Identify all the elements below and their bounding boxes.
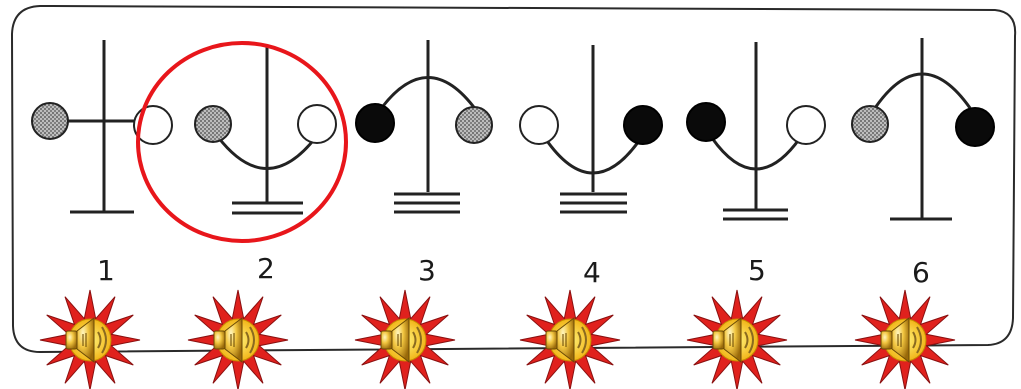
- sound-button-4[interactable]: [519, 289, 621, 389]
- sound-button-5[interactable]: [686, 289, 788, 389]
- white-ball: [297, 104, 337, 144]
- shaded-ball: [194, 105, 232, 143]
- diagram-item-5: [686, 42, 826, 221]
- diagram-item-2: [194, 45, 337, 215]
- speaker-icon: [380, 316, 422, 364]
- speaker-icon: [65, 316, 107, 364]
- highlight-circle: [136, 41, 348, 243]
- diagram-number-3: 3: [418, 254, 436, 287]
- diagram-item-4: [519, 45, 663, 214]
- white-ball: [786, 105, 826, 145]
- diagram-number-5: 5: [748, 254, 766, 287]
- black-ball: [623, 105, 663, 145]
- diagram-item-3: [355, 40, 493, 214]
- diagram-frame: [10, 5, 1017, 354]
- speaker-icon: [213, 316, 255, 364]
- diagram-number-4: 4: [583, 256, 601, 289]
- diagram-number-6: 6: [912, 256, 930, 289]
- sound-button-1[interactable]: [39, 289, 141, 389]
- sound-button-2[interactable]: [187, 289, 289, 389]
- shaded-ball: [851, 105, 889, 143]
- shaded-ball: [31, 102, 69, 140]
- shaded-ball: [455, 106, 493, 144]
- sound-button-3[interactable]: [354, 289, 456, 389]
- diagram-number-1: 1: [97, 254, 115, 287]
- black-ball: [955, 107, 995, 147]
- speaker-icon: [545, 316, 587, 364]
- speaker-icon: [880, 316, 922, 364]
- white-ball: [519, 105, 559, 145]
- diagram-item-6: [851, 38, 995, 221]
- speaker-icon: [712, 316, 754, 364]
- diagram-number-2: 2: [257, 252, 275, 285]
- black-ball: [355, 103, 395, 143]
- sound-button-6[interactable]: [854, 289, 956, 389]
- black-ball: [686, 102, 726, 142]
